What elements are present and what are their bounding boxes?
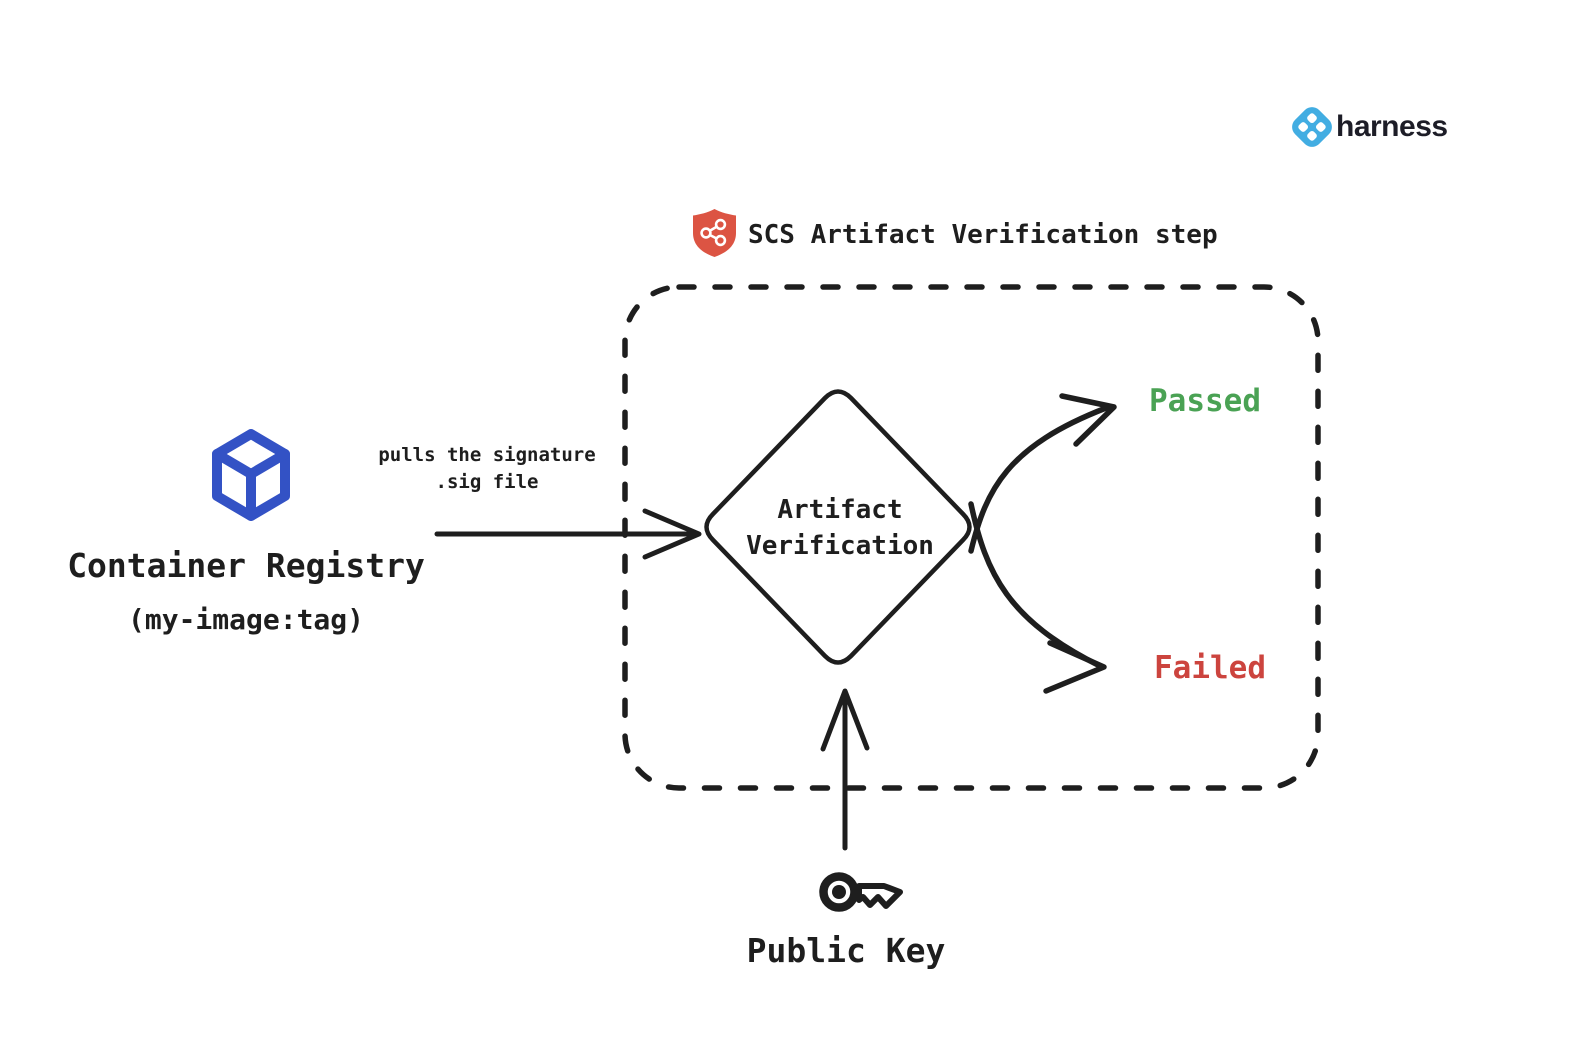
pull-edge-label-line1: pulls the signature [378,444,596,466]
registry-sublabel: (my-image:tag) [127,603,365,636]
diamond-label-line1: Artifact [777,495,903,525]
pull-edge-label: pulls the signature .sig file [378,442,595,496]
shield-graph-icon [693,209,736,257]
public-key-label: Public Key [746,931,946,970]
harness-wordmark: harness [1336,110,1448,143]
failed-label: Failed [1154,650,1266,686]
key-icon [819,872,903,912]
diamond-label-line2: Verification [746,531,934,561]
pull-arrow-head [642,508,702,560]
artifact-verification-diamond [704,389,972,665]
registry-label: Container Registry [67,546,425,585]
failed-arrow-head [1043,640,1107,694]
failed-arrow [968,501,1103,669]
step-boundary-dashed-box [622,284,1321,791]
public-key-arrow-head [820,688,870,752]
step-title: SCS Artifact Verification step [748,220,1218,250]
harness-diamond-icon [1292,107,1332,147]
passed-arrow [968,405,1109,554]
cube-icon [212,429,290,521]
pull-edge-label-line2: .sig file [435,471,539,493]
passed-label: Passed [1149,383,1261,419]
passed-arrow-head [1059,393,1117,447]
